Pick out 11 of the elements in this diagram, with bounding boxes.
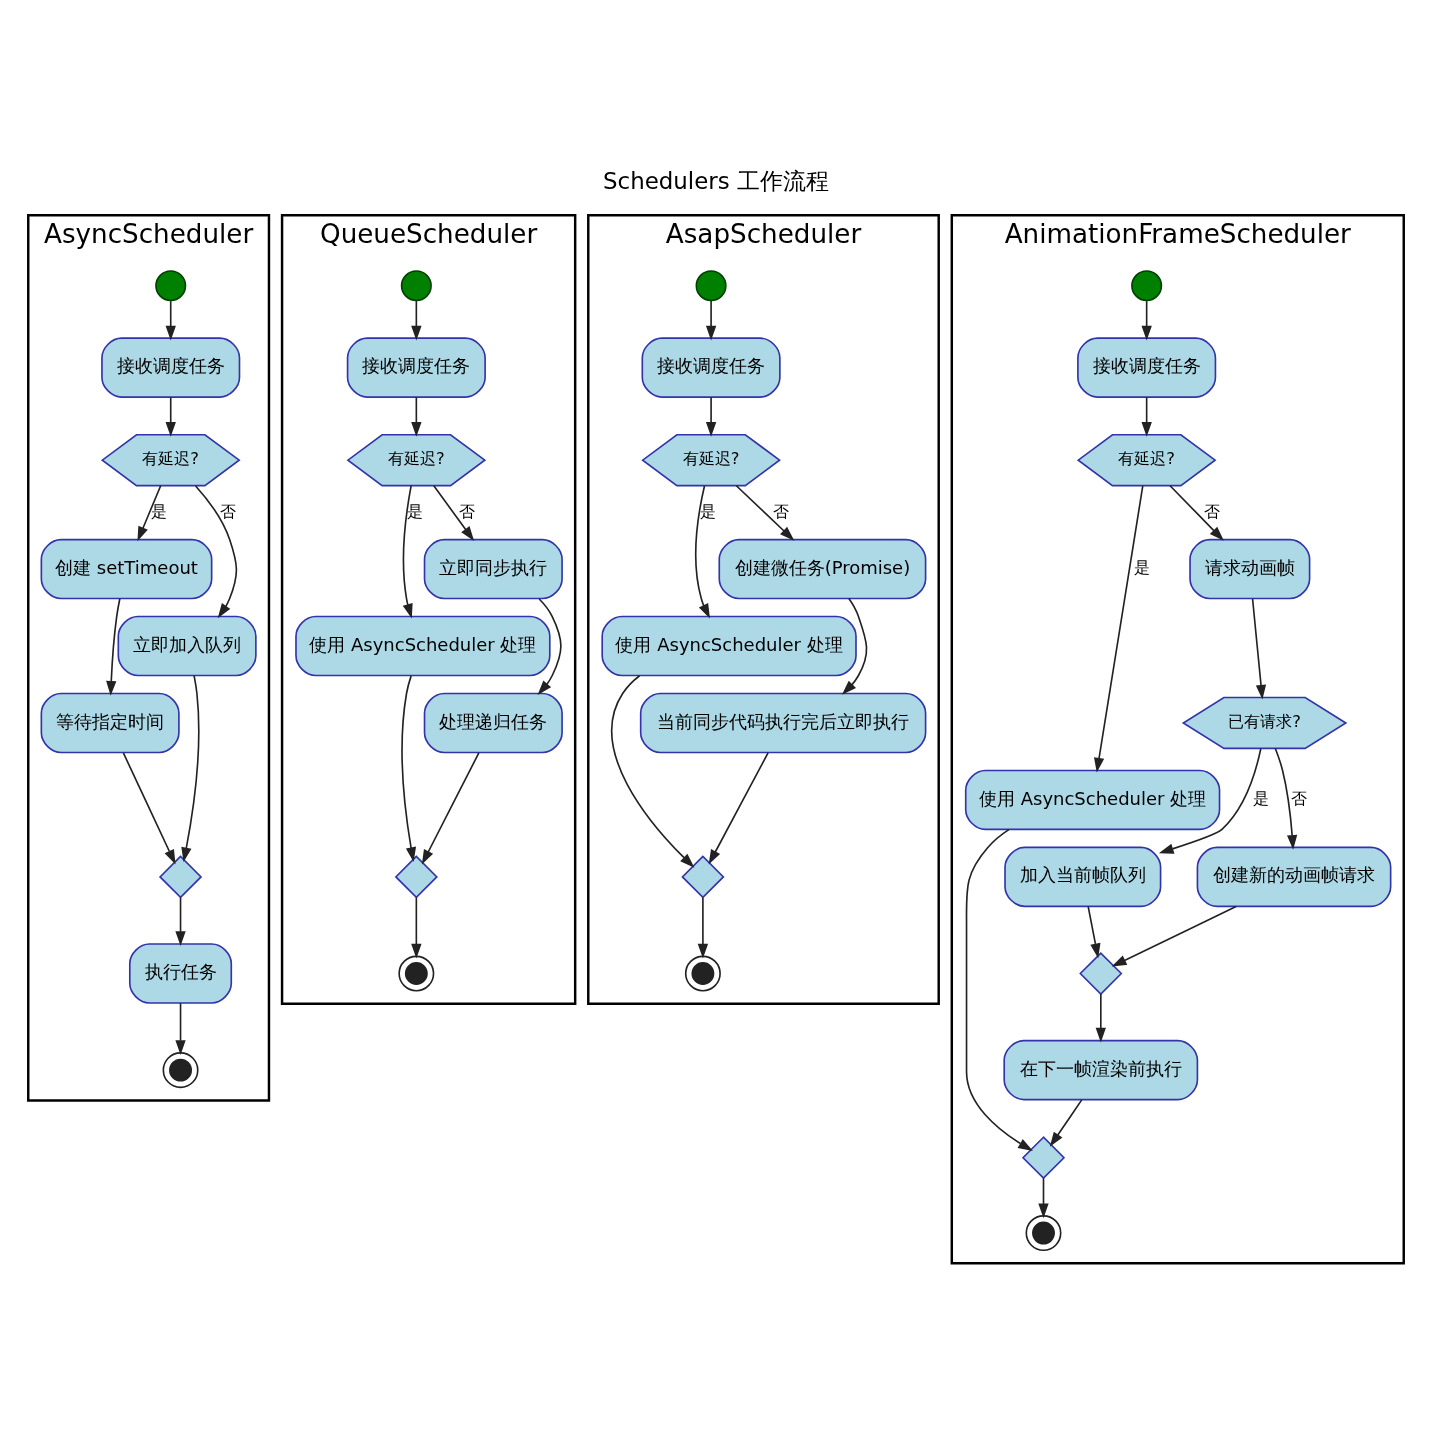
edge-label: 是 [1253,789,1270,809]
edge-label: 否 [459,501,476,521]
diagram-title: Schedulers 工作流程 [603,168,829,195]
edge-label: 否 [773,501,790,521]
edge-label: 否 [1290,789,1307,809]
edge-label: 是 [1133,558,1150,578]
edge-label: 否 [220,501,237,521]
edge-label: 是 [699,501,716,521]
edge-label: 否 [1204,501,1221,521]
edge-label: 是 [151,501,168,521]
edge-label: 是 [406,501,423,521]
